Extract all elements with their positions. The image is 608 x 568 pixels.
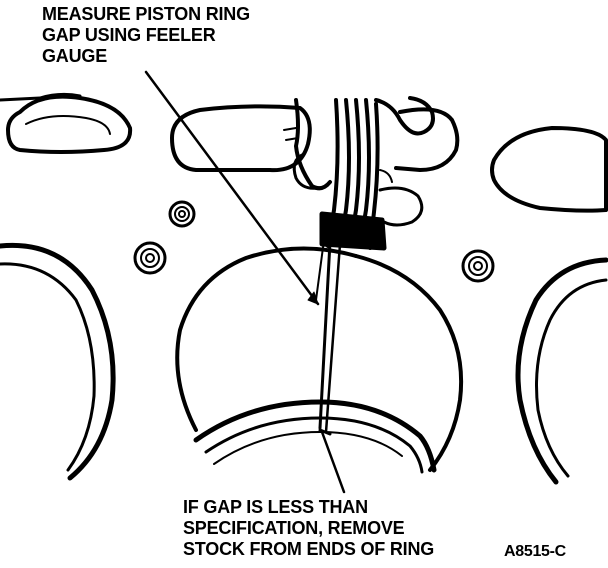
left-cylinder-bore [0, 242, 116, 481]
bolt-hole-upper [168, 200, 196, 228]
specification-callout: IF GAP IS LESS THAN SPECIFICATION, REMOV… [183, 497, 434, 560]
piston-ring [193, 399, 437, 474]
leader-line-bottom [320, 430, 346, 494]
figure-number: A8515-C [504, 543, 566, 560]
leader-line-top [144, 70, 320, 306]
callout-line: MEASURE PISTON RING [42, 4, 250, 24]
callout-line: SPECIFICATION, REMOVE [183, 518, 405, 538]
right-cylinder-bore [515, 257, 608, 485]
far-right-bolt-slot [490, 126, 608, 213]
bolt-hole-right [461, 249, 495, 283]
hand [283, 96, 435, 227]
right-bolt-slot [394, 107, 460, 172]
callout-line: STOCK FROM ENDS OF RING [183, 539, 435, 559]
callout-line: IF GAP IS LESS THAN [183, 497, 368, 517]
left-bolt-slot [6, 94, 133, 154]
center-cylinder-bore [175, 246, 464, 472]
bolt-hole-left [133, 241, 167, 275]
feeler-gauge [315, 98, 387, 434]
callout-line: GAUGE [42, 46, 108, 66]
center-bolt-slot [170, 104, 312, 173]
callout-line: GAP USING FEELER [42, 25, 216, 45]
measure-callout: MEASURE PISTON RING GAP USING FEELER GAU… [42, 4, 250, 67]
